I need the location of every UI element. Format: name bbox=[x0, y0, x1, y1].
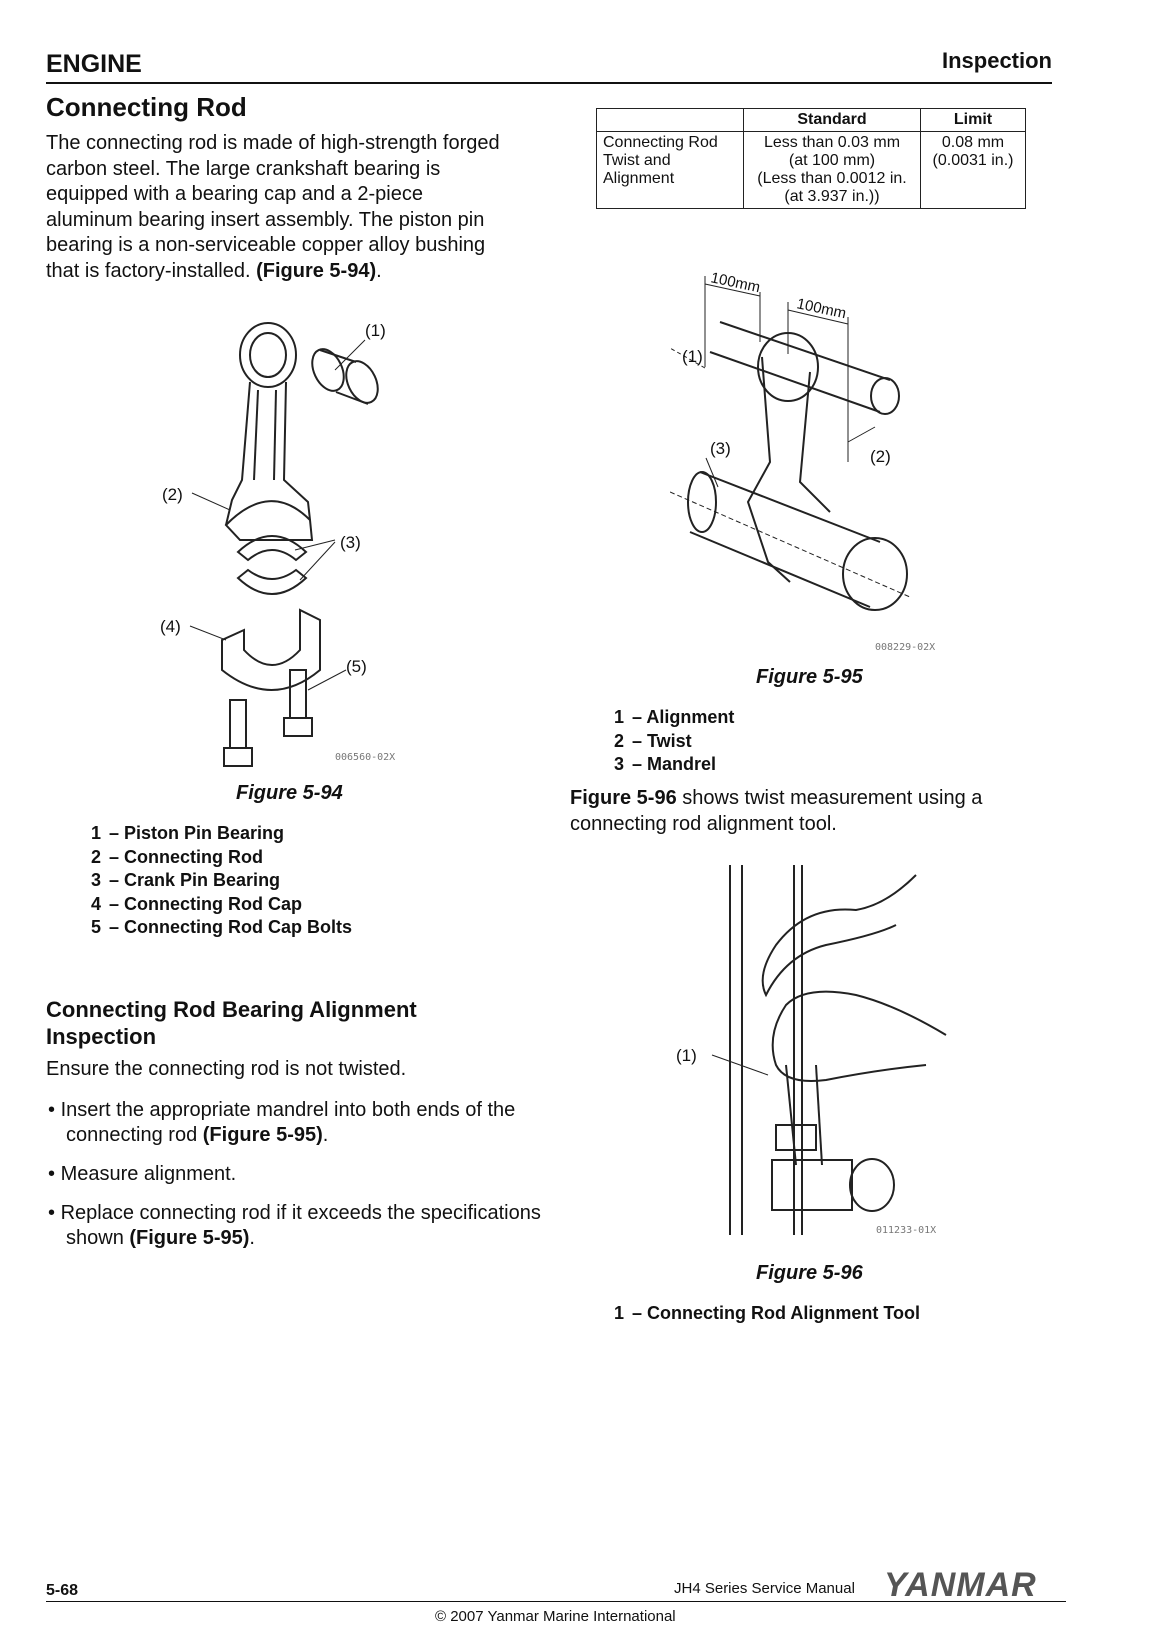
legend-item: 2– Connecting Rod bbox=[91, 846, 263, 867]
figure-code: 008229-02X bbox=[875, 642, 935, 652]
table-header-row: Standard Limit bbox=[596, 108, 1026, 132]
legend-item: 1– Piston Pin Bearing bbox=[91, 823, 285, 843]
subsection-intro: Ensure the connecting rod is not twisted… bbox=[46, 1058, 407, 1080]
legend-item: 3– Crank Pin Bearing bbox=[91, 870, 281, 890]
manual-title: JH4 Series Service Manual bbox=[674, 1580, 855, 1597]
table-header: Limit bbox=[920, 108, 1026, 132]
intro-line: that is factory-installed. (Figure 5-94)… bbox=[46, 259, 382, 282]
bullet-item: • Replace connecting rod if it exceeds t… bbox=[48, 1202, 541, 1249]
figure-5-94-caption: Figure 5-94 bbox=[236, 782, 343, 804]
figure-5-94-legend: 1– Piston Pin Bearing 2– Connecting Rod … bbox=[91, 822, 352, 940]
copyright: © 2007 Yanmar Marine International bbox=[435, 1608, 676, 1625]
callout-label: (3) bbox=[710, 439, 731, 458]
callout-label: (3) bbox=[340, 533, 361, 552]
dimension-label: 100mm bbox=[709, 269, 761, 296]
figure-ref: Figure 5-96 bbox=[570, 787, 677, 809]
table-cell-limit: 0.08 mm(0.0031 in.) bbox=[920, 131, 1026, 209]
callout-label: (2) bbox=[162, 485, 183, 504]
subsection-title: Connecting Rod Bearing Alignment Inspect… bbox=[46, 997, 417, 1049]
bullet-list: • Insert the appropriate mandrel into bo… bbox=[46, 1098, 566, 1251]
callout-label: (1) bbox=[682, 347, 703, 366]
header-page-topic: Inspection bbox=[941, 48, 1052, 73]
legend-item: 4– Connecting Rod Cap bbox=[91, 893, 302, 914]
figure-5-96-description: Figure 5-96 shows twist measurement usin… bbox=[570, 787, 983, 835]
intro-line: equipped with a bearing cap and a 2-piec… bbox=[46, 183, 423, 205]
figure-5-95-caption: Figure 5-95 bbox=[756, 666, 863, 688]
intro-line: aluminum bearing insert assembly. The pi… bbox=[46, 208, 485, 231]
callout-label: (2) bbox=[870, 447, 891, 466]
header-rule bbox=[46, 82, 1052, 84]
table-header bbox=[596, 108, 744, 132]
figure-5-95-illustration: 100mm 100mm (1) (2) (3) 008229-02X bbox=[670, 269, 935, 652]
legend-item: 3– Mandrel bbox=[614, 754, 717, 774]
brand-logo: YANMAR bbox=[884, 1566, 1037, 1604]
figure-code: 006560-02X bbox=[335, 752, 395, 763]
figure-code: 011233-01X bbox=[876, 1225, 936, 1236]
figure-ref: (Figure 5-95) bbox=[202, 1124, 323, 1146]
bullet-item: • Insert the appropriate mandrel into bo… bbox=[48, 1099, 516, 1146]
legend-item: 1– Alignment bbox=[614, 707, 735, 727]
figure-5-96-illustration: (1) 011233-01X bbox=[676, 865, 947, 1236]
figure-5-96-caption: Figure 5-96 bbox=[756, 1262, 863, 1284]
footer-rule bbox=[46, 1601, 1066, 1602]
intro-line: The connecting rod is made of high-stren… bbox=[46, 132, 500, 154]
table-header: Standard bbox=[743, 108, 921, 132]
callout-label: (5) bbox=[346, 657, 367, 676]
intro-paragraph: The connecting rod is made of high-stren… bbox=[46, 131, 546, 284]
intro-line: bearing is a non-serviceable copper allo… bbox=[46, 234, 486, 256]
legend-item: 5– Connecting Rod Cap Bolts bbox=[91, 917, 352, 937]
legend-item: 1– Connecting Rod Alignment Tool bbox=[614, 1303, 920, 1323]
bullet-item: • Measure alignment. bbox=[48, 1163, 237, 1185]
figure-5-95-legend: 1– Alignment 2– Twist 3– Mandrel bbox=[614, 706, 734, 777]
callout-label: (1) bbox=[676, 1046, 697, 1065]
intro-line: carbon steel. The large crankshaft beari… bbox=[46, 157, 441, 180]
figure-ref: (Figure 5-95) bbox=[129, 1227, 250, 1249]
figure-ref: (Figure 5-94) bbox=[256, 259, 377, 282]
legend-item: 2– Twist bbox=[614, 730, 692, 751]
figure-5-94-illustration: (1) (2) (3) (4) (5) 006560-02X bbox=[160, 321, 395, 767]
callout-label: (4) bbox=[160, 617, 181, 636]
table-cell-standard: Less than 0.03 mm(at 100 mm)(Less than 0… bbox=[743, 131, 921, 209]
figure-5-96-legend: 1– Connecting Rod Alignment Tool bbox=[614, 1302, 920, 1326]
header-section-title: ENGINE bbox=[46, 50, 142, 78]
page-number: 5-68 bbox=[46, 1582, 79, 1599]
callout-label: (1) bbox=[365, 321, 386, 340]
section-title: Connecting Rod bbox=[46, 92, 247, 122]
